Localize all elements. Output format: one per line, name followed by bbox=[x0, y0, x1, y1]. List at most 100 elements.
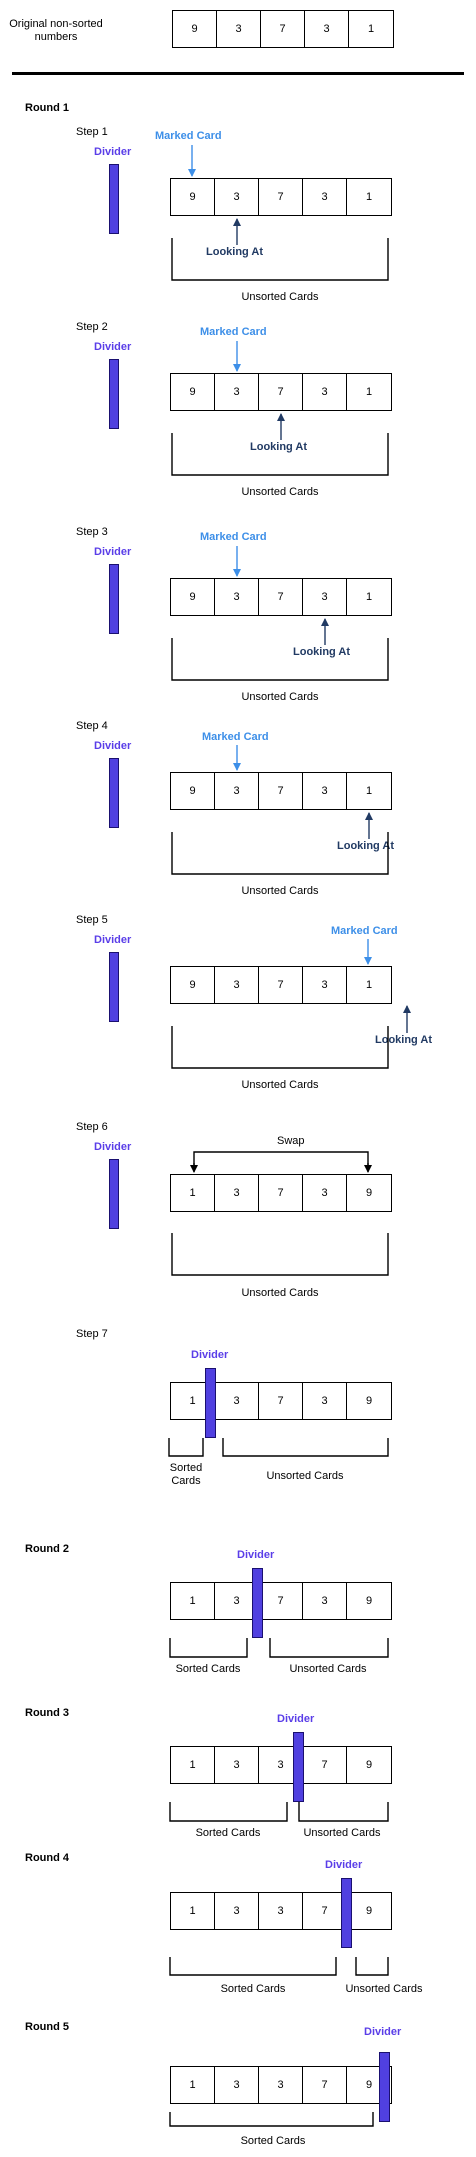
card: 1 bbox=[367, 23, 375, 35]
card: 9 bbox=[171, 773, 215, 809]
card: 3 bbox=[217, 11, 261, 47]
divider-bar bbox=[293, 1732, 304, 1802]
card: 3 bbox=[303, 1383, 347, 1419]
card: 3 bbox=[215, 1893, 259, 1929]
unsorted-cards-label: Unsorted Cards bbox=[345, 1983, 423, 1995]
divider-bar bbox=[341, 1878, 352, 1948]
sorted-bracket bbox=[169, 1638, 248, 1658]
card: 3 bbox=[215, 179, 259, 215]
divider-label: Divider bbox=[94, 146, 132, 158]
card: 7 bbox=[259, 179, 303, 215]
marked-card-label: Marked Card bbox=[331, 925, 398, 937]
card: 9 bbox=[365, 1595, 373, 1607]
unsorted-cards-label: Unsorted Cards bbox=[241, 885, 319, 897]
card: 9 bbox=[171, 179, 215, 215]
looking-at-label: Looking At bbox=[375, 1034, 433, 1046]
card: 1 bbox=[365, 785, 373, 797]
step-label: Step 5 bbox=[76, 914, 108, 926]
card: 9 bbox=[365, 1905, 373, 1917]
section-separator bbox=[12, 72, 464, 75]
unsorted-bracket bbox=[298, 1802, 389, 1822]
looking-at-label: Looking At bbox=[337, 840, 395, 852]
card: 3 bbox=[215, 773, 259, 809]
card: 7 bbox=[303, 1747, 347, 1783]
card: 1 bbox=[365, 386, 373, 398]
original-numbers-row: 9 3 7 3 1 bbox=[172, 10, 394, 48]
unsorted-cards-label: Unsorted Cards bbox=[241, 486, 319, 498]
card: 3 bbox=[303, 967, 347, 1003]
unsorted-bracket bbox=[171, 238, 389, 281]
unsorted-bracket bbox=[171, 433, 389, 476]
card: 3 bbox=[305, 11, 349, 47]
card-row: 1 3 7 3 9 bbox=[170, 1382, 392, 1420]
card: 7 bbox=[259, 1175, 303, 1211]
divider-label: Divider bbox=[94, 546, 132, 558]
card-row: 9 3 7 3 1 bbox=[170, 966, 392, 1004]
sorted-bracket bbox=[168, 1438, 204, 1457]
divider-bar bbox=[109, 1159, 119, 1229]
sorted-cards-label: Sorted Cards bbox=[195, 1827, 261, 1839]
unsorted-cards-label: Unsorted Cards bbox=[241, 1287, 319, 1299]
original-numbers-label: Original non-sorted numbers bbox=[9, 18, 103, 43]
looking-at-label: Looking At bbox=[206, 246, 264, 258]
card: 3 bbox=[215, 1175, 259, 1211]
card: 7 bbox=[261, 11, 305, 47]
marked-card-label: Marked Card bbox=[200, 531, 267, 543]
round-3-title: Round 3 bbox=[25, 1707, 69, 1719]
unsorted-bracket bbox=[222, 1438, 389, 1457]
card: 3 bbox=[259, 1893, 303, 1929]
unsorted-bracket bbox=[171, 1026, 389, 1069]
unsorted-bracket bbox=[171, 1233, 389, 1276]
card: 1 bbox=[365, 979, 373, 991]
round-2-title: Round 2 bbox=[25, 1543, 69, 1555]
unsorted-cards-label: Unsorted Cards bbox=[303, 1827, 381, 1839]
divider-label: Divider bbox=[364, 2026, 402, 2038]
card: 3 bbox=[303, 579, 347, 615]
step-label: Step 2 bbox=[76, 321, 108, 333]
card-row: 1 3 7 3 9 bbox=[170, 1582, 392, 1620]
card: 3 bbox=[303, 1175, 347, 1211]
card: 9 bbox=[173, 11, 217, 47]
divider-label: Divider bbox=[237, 1549, 275, 1561]
card: 3 bbox=[215, 2067, 259, 2103]
swap-arrow-line bbox=[193, 1151, 369, 1171]
card: 1 bbox=[365, 191, 373, 203]
card: 9 bbox=[365, 1187, 373, 1199]
divider-label: Divider bbox=[94, 740, 132, 752]
card: 3 bbox=[303, 1583, 347, 1619]
divider-bar bbox=[252, 1568, 263, 1638]
divider-bar bbox=[109, 758, 119, 828]
unsorted-bracket bbox=[355, 1957, 389, 1976]
card: 9 bbox=[171, 967, 215, 1003]
card: 7 bbox=[259, 967, 303, 1003]
card: 7 bbox=[259, 1383, 303, 1419]
card: 3 bbox=[259, 2067, 303, 2103]
divider-label: Divider bbox=[191, 1349, 229, 1361]
card: 7 bbox=[259, 1583, 303, 1619]
card-row: 9 3 7 3 1 bbox=[170, 373, 392, 411]
card: 3 bbox=[303, 374, 347, 410]
divider-bar bbox=[379, 2052, 390, 2122]
sorted-bracket bbox=[169, 1957, 337, 1976]
card: 7 bbox=[259, 374, 303, 410]
card: 1 bbox=[171, 1893, 215, 1929]
card: 7 bbox=[259, 773, 303, 809]
looking-at-label: Looking At bbox=[250, 441, 308, 453]
card-row: 9 3 7 3 1 bbox=[170, 578, 392, 616]
card: 3 bbox=[215, 374, 259, 410]
card: 1 bbox=[171, 1747, 215, 1783]
card: 9 bbox=[171, 579, 215, 615]
unsorted-bracket bbox=[171, 638, 389, 681]
card-row: 1 3 7 3 9 bbox=[170, 1174, 392, 1212]
step-label: Step 1 bbox=[76, 126, 108, 138]
divider-bar bbox=[109, 164, 119, 234]
card: 3 bbox=[303, 773, 347, 809]
divider-bar bbox=[109, 564, 119, 634]
card-row: 1 3 3 7 9 bbox=[170, 2066, 392, 2104]
card: 3 bbox=[215, 579, 259, 615]
sorted-cards-label: Sorted Cards bbox=[169, 1462, 203, 1487]
card: 9 bbox=[365, 1759, 373, 1771]
card: 3 bbox=[215, 967, 259, 1003]
sorted-cards-label: Sorted Cards bbox=[175, 1663, 241, 1675]
unsorted-bracket bbox=[171, 832, 389, 875]
